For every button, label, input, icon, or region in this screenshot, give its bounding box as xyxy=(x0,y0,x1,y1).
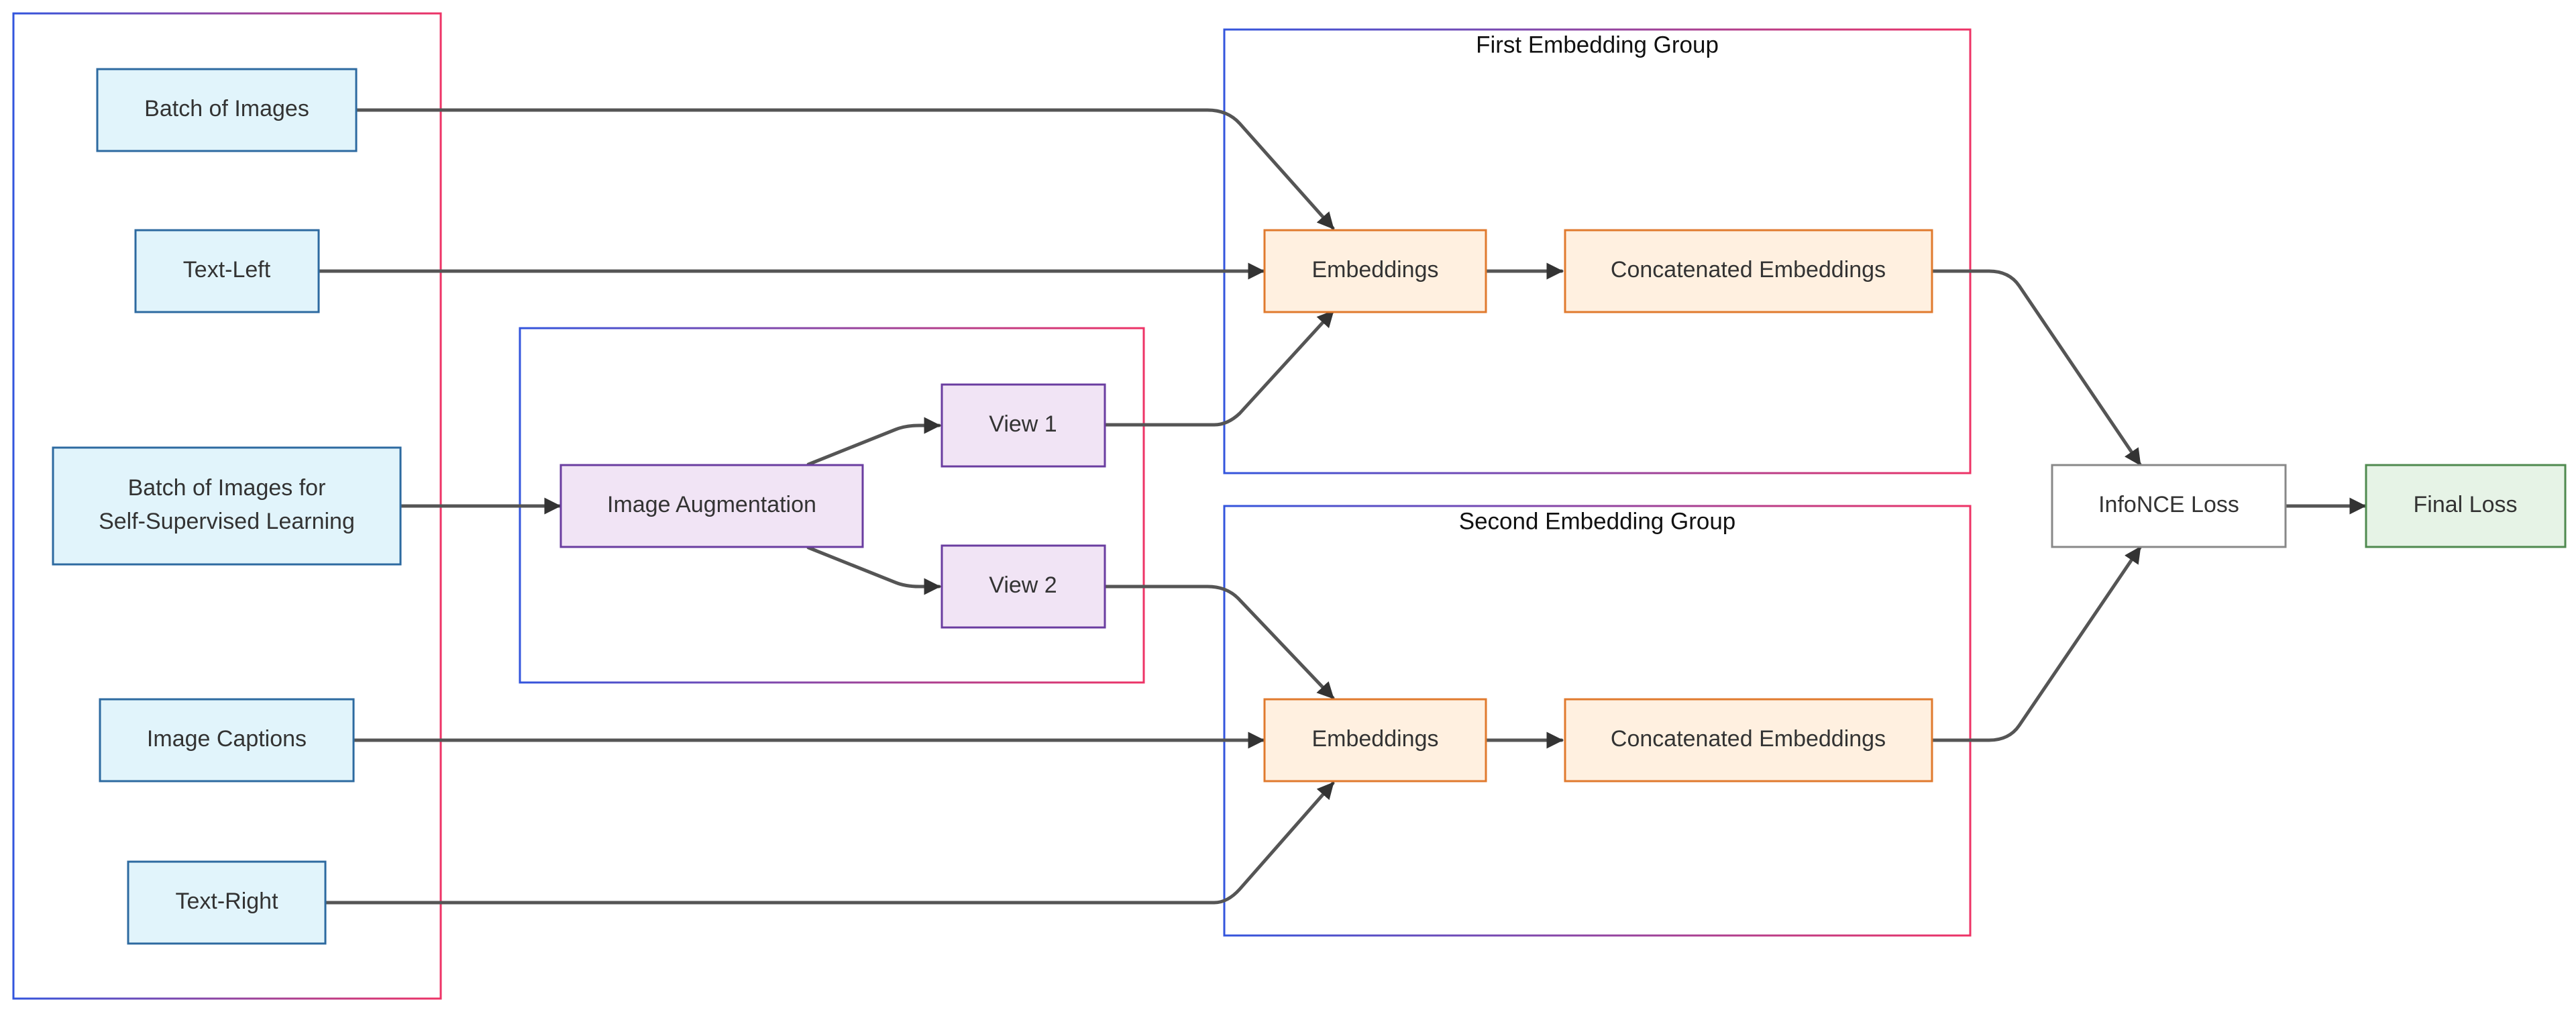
node-concatenated-embeddings-first: Concatenated Embeddings xyxy=(1564,229,1933,313)
node-label: Final Loss xyxy=(2414,492,2518,517)
group-title-first-embedding: First Embedding Group xyxy=(1476,32,1719,58)
node-label: Image Captions xyxy=(147,726,307,752)
edge-view1-to-embeddings-1 xyxy=(1103,309,1335,427)
edge-augmentation-to-view2 xyxy=(806,546,941,595)
edges xyxy=(317,108,2367,905)
node-label: Concatenated Embeddings xyxy=(1611,257,1886,283)
node-label-line2: Self-Supervised Learning xyxy=(99,509,355,534)
edge-augmentation-to-view1 xyxy=(806,417,941,466)
node-embeddings-second: Embeddings xyxy=(1263,698,1487,782)
group-second-embedding: Second Embedding Group xyxy=(1223,505,1972,937)
node-final-loss: Final Loss xyxy=(2365,464,2567,548)
edge-concat-2-to-infonce xyxy=(1930,546,2142,742)
node-batch-ssl: Batch of Images for Self-Supervised Lear… xyxy=(52,446,402,566)
node-text-right: Text-Right xyxy=(127,860,327,945)
node-label: Embeddings xyxy=(1311,726,1438,752)
node-label: Text-Right xyxy=(175,889,278,914)
node-label: Concatenated Embeddings xyxy=(1611,726,1886,752)
node-embeddings-first: Embeddings xyxy=(1263,229,1487,313)
node-label: InfoNCE Loss xyxy=(2098,492,2239,517)
node-label: Embeddings xyxy=(1311,257,1438,283)
node-image-captions: Image Captions xyxy=(99,698,355,782)
node-infonce-loss: InfoNCE Loss xyxy=(2051,464,2287,548)
group-title-second-embedding: Second Embedding Group xyxy=(1459,508,1736,534)
node-view-1: View 1 xyxy=(941,383,1106,468)
node-concatenated-embeddings-second: Concatenated Embeddings xyxy=(1564,698,1933,782)
node-view-2: View 2 xyxy=(941,544,1106,629)
node-text-left: Text-Left xyxy=(134,229,320,313)
node-label: Image Augmentation xyxy=(607,492,816,517)
edge-concat-1-to-infonce xyxy=(1930,269,2142,466)
node-label: Text-Left xyxy=(183,257,271,283)
group-first-embedding: First Embedding Group xyxy=(1223,28,1972,474)
node-label-line1: Batch of Images for xyxy=(128,475,326,501)
node-batch-of-images: Batch of Images xyxy=(96,68,358,152)
edge-text-right-to-embeddings-2 xyxy=(323,781,1335,905)
node-label: View 2 xyxy=(989,572,1057,598)
edge-batch-images-to-embeddings-1 xyxy=(354,108,1335,230)
node-label: Batch of Images xyxy=(144,96,309,121)
edge-view2-to-embeddings-2 xyxy=(1103,585,1335,700)
node-image-augmentation: Image Augmentation xyxy=(559,464,864,548)
node-label: View 1 xyxy=(989,411,1057,437)
